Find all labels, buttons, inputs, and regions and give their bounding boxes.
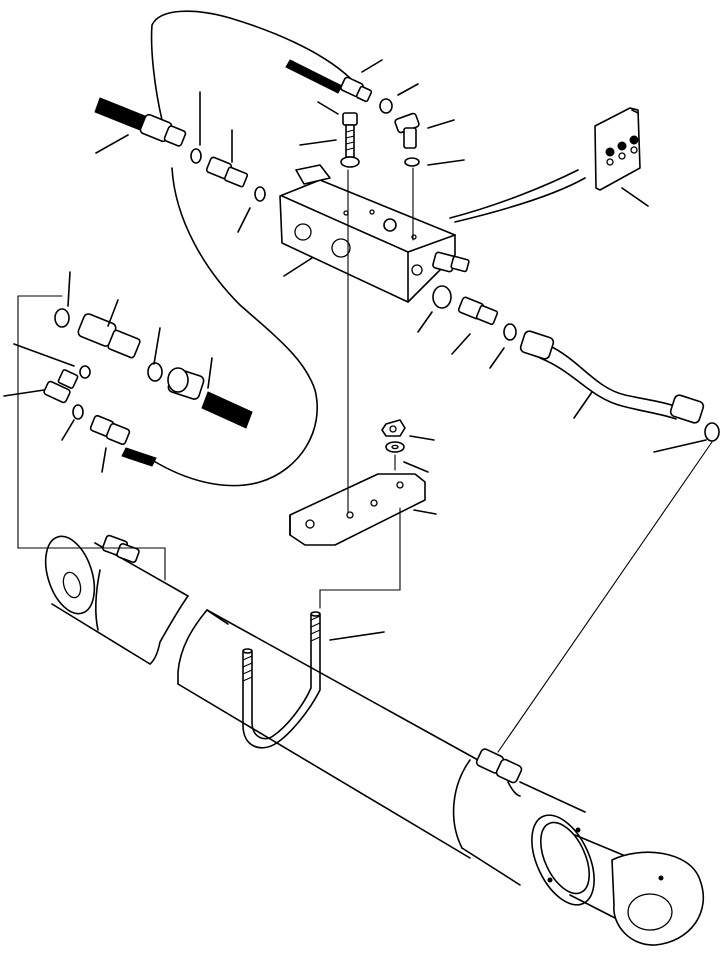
bolt	[342, 112, 358, 158]
decal-leader-line-2	[449, 169, 579, 219]
adapter-fitting	[89, 414, 131, 446]
washer	[385, 441, 405, 453]
adapter-fitting	[457, 296, 499, 326]
hydraulic-hose-upper	[150, 10, 373, 121]
o-ring	[190, 148, 202, 164]
o-ring	[79, 365, 91, 379]
o-ring	[404, 157, 420, 167]
cylinder-rod-end-elbow-fitting	[475, 748, 523, 797]
o-ring	[432, 285, 452, 309]
o-ring	[254, 186, 266, 202]
decal-leader-line	[454, 177, 586, 223]
o-ring	[704, 422, 720, 442]
valve-block	[279, 164, 470, 303]
nut	[381, 419, 406, 437]
o-ring	[503, 323, 517, 341]
o-ring	[72, 404, 84, 420]
elbow-fitting	[394, 112, 420, 149]
adapter-fitting	[205, 156, 249, 188]
assembly-lines	[17, 167, 713, 753]
decal	[594, 107, 641, 191]
u-bolt	[242, 611, 321, 749]
hydraulic-cylinder	[44, 534, 705, 946]
elbow-fitting	[43, 369, 79, 404]
check-valve-fitting	[77, 313, 141, 359]
callout-leaders	[3, 59, 707, 641]
washer	[340, 156, 360, 168]
hydraulic-hose-left	[94, 97, 318, 487]
cylinder-cap-elbow-fitting	[101, 534, 140, 563]
steel-tube	[519, 330, 705, 424]
o-ring	[54, 308, 70, 328]
o-ring	[147, 362, 163, 382]
o-ring	[379, 98, 393, 114]
mounting-plate	[289, 473, 426, 546]
hose-end-coupling	[167, 367, 189, 393]
